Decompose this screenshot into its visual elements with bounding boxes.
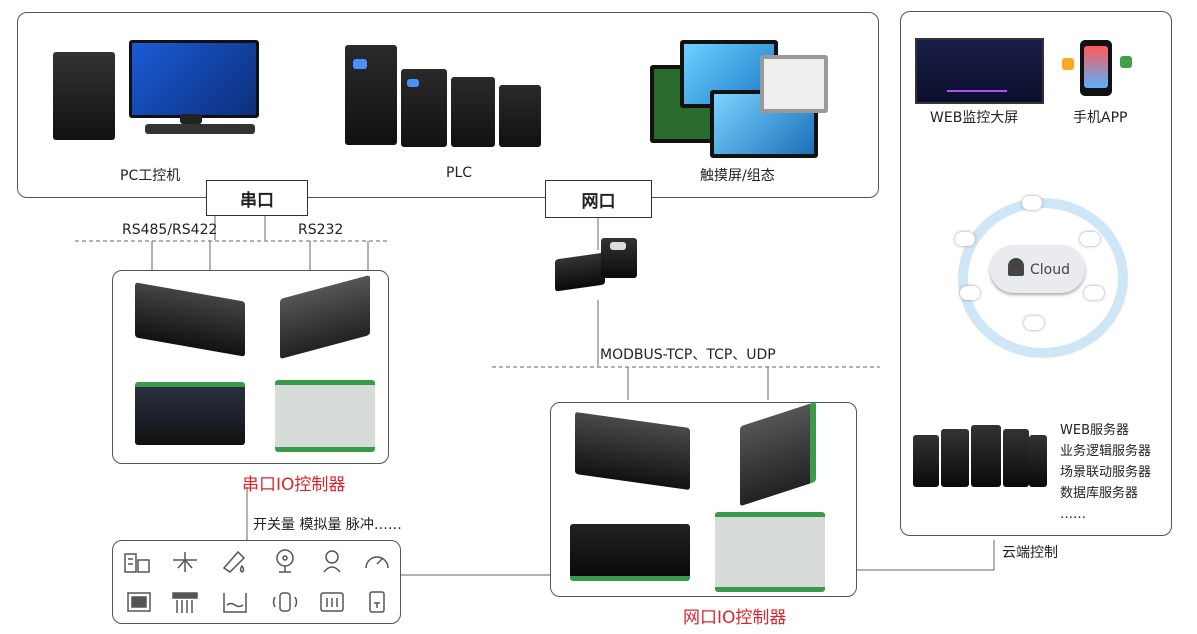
pc-image [45, 40, 265, 140]
ethernet-converter-image [555, 232, 645, 294]
cloud-ring [958, 198, 1128, 358]
web-screen-image [915, 38, 1044, 104]
cloud-node-right [1080, 232, 1100, 246]
door-lock-icon [369, 591, 385, 613]
network-controller-title: 网口IO控制器 [683, 608, 787, 628]
sensors-box [112, 540, 401, 624]
serial-port-tag: 串口 [206, 180, 308, 216]
server-rack-image [913, 425, 1048, 490]
cloud-node-bottom-right [1084, 286, 1104, 300]
server-item: WEB服务器 [1060, 423, 1129, 438]
pc-label: PC工控机 [120, 168, 181, 184]
cloud-shape [990, 245, 1085, 293]
server-item: …… [1060, 507, 1086, 522]
weather-station-icon [173, 552, 197, 572]
server-item: 场景联动服务器 [1060, 465, 1152, 480]
network-port-tag: 网口 [545, 180, 652, 218]
server-list: WEB服务器 业务逻辑服务器 场景联动服务器 数据库服务器 …… [1060, 420, 1151, 525]
cloud-node-left [955, 232, 975, 246]
cloud-user-icon [1008, 258, 1024, 276]
pipe-drop-icon [222, 550, 246, 573]
serial-controller-images [130, 274, 375, 452]
network-protocols-label: MODBUS-TCP、TCP、UDP [600, 347, 776, 363]
server-item: 数据库服务器 [1060, 486, 1139, 501]
signal-sensor-icon [272, 592, 298, 612]
cloud-node-bottom-left [960, 286, 980, 300]
touchscreen-label: 触摸屏/组态 [700, 168, 775, 184]
rs232-label: RS232 [298, 222, 344, 238]
cloud-node-top [1022, 196, 1042, 210]
cloud-node-bottom [1024, 316, 1044, 330]
serial-controller-title: 串口IO控制器 [242, 475, 346, 495]
mobile-app-image [1060, 36, 1140, 98]
meter-icon [320, 592, 344, 612]
network-controller-images [565, 401, 845, 592]
signal-types-label: 开关量 模拟量 脉冲…… [253, 517, 402, 533]
cloud-label: Cloud [1030, 262, 1070, 278]
plc-image [345, 45, 575, 150]
mobile-app-label: 手机APP [1073, 110, 1128, 126]
monitor-icon [127, 592, 151, 612]
plc-label: PLC [446, 165, 473, 181]
shutter-icon [172, 592, 198, 613]
touchscreen-image [650, 35, 840, 158]
sensor-probe-icon [323, 550, 341, 573]
server-item: 业务逻辑服务器 [1060, 444, 1152, 459]
cloud-control-label: 云端控制 [1002, 545, 1058, 561]
building-icon [124, 553, 150, 573]
sensor-icons [122, 545, 392, 619]
water-level-icon [223, 593, 247, 613]
gauge-icon [365, 556, 389, 569]
fan-icon [276, 549, 294, 573]
web-screen-label: WEB监控大屏 [930, 110, 1019, 126]
rs485-label: RS485/RS422 [122, 222, 218, 238]
